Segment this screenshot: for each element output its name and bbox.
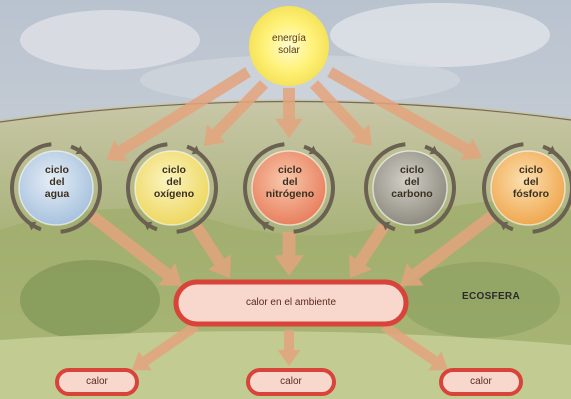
cycle-ring-arrowhead xyxy=(75,145,85,155)
cycle-ring-arrowhead xyxy=(381,221,391,231)
nitrogen-to-heat-arrow xyxy=(274,232,304,276)
cycle-label-line: ciclo xyxy=(519,164,543,176)
cycle-label-line: ciclo xyxy=(162,164,186,176)
ambient-heat-label: calor en el ambiente xyxy=(245,297,337,308)
cycles-layer xyxy=(10,142,571,235)
carbon-to-heat-arrow xyxy=(349,222,389,278)
sun-to-oxygen-arrow xyxy=(204,80,268,146)
cycle-label-line: del xyxy=(49,176,65,188)
ecosphere-label: ECOSFERA xyxy=(462,291,520,302)
cycle-ring-arrowhead xyxy=(143,221,153,231)
heat-to-output-left-arrow xyxy=(132,321,199,371)
cycle-circle-water xyxy=(18,150,94,226)
cycle-circle-carbon xyxy=(372,150,448,226)
sun-label-line-1: energía xyxy=(272,33,306,44)
cycle-ring-carbon xyxy=(364,142,456,234)
cycle-label-line: agua xyxy=(44,188,70,200)
cycle-ring-nitrogen xyxy=(243,142,335,234)
cycle-label-nitrogen: ciclo del nitrógeno xyxy=(260,164,320,200)
cycle-ring-water xyxy=(10,142,102,234)
cycle-label-line: del xyxy=(404,176,420,188)
cycle-label-line: del xyxy=(282,176,298,188)
heat-output-box-3 xyxy=(439,368,523,396)
heat-output-label-2: calor xyxy=(280,376,302,387)
cycle-label-line: ciclo xyxy=(400,164,424,176)
cycle-ring-arrowhead xyxy=(547,145,557,155)
sun-shape xyxy=(249,6,329,86)
cycle-label-line: ciclo xyxy=(278,164,302,176)
cycle-label-carbon: ciclo del carbono xyxy=(382,164,442,200)
cycle-ring-arrowhead xyxy=(308,145,318,155)
cycle-label-line: ciclo xyxy=(45,164,69,176)
heat-to-output-center-arrow xyxy=(277,330,301,366)
cycle-label-water: ciclo del agua xyxy=(27,164,87,200)
sun-to-nitrogen-arrow xyxy=(275,88,303,138)
sun-to-water-arrow xyxy=(106,67,251,162)
cycle-label-line: del xyxy=(166,176,182,188)
arrows-layer xyxy=(88,67,496,371)
cycle-ring-arrowhead xyxy=(27,221,37,231)
heat-output-box-1 xyxy=(55,368,139,396)
sun-label: energía solar xyxy=(254,33,324,57)
heat-to-output-right-arrow xyxy=(381,321,448,371)
cycle-ring-arrowhead xyxy=(499,221,509,231)
ambient-heat-box xyxy=(173,279,409,327)
cycle-circle-phosphorus xyxy=(490,150,566,226)
cycle-ring-arrowhead xyxy=(191,145,201,155)
cycle-label-line: fósforo xyxy=(512,188,550,200)
cycle-label-line: oxígeno xyxy=(153,188,195,200)
cycle-label-line: nitrógeno xyxy=(265,188,315,200)
heat-output-label-1: calor xyxy=(86,376,108,387)
cycle-circle-nitrogen xyxy=(251,150,327,226)
heat-output-label-3: calor xyxy=(470,376,492,387)
cycle-ring-phosphorus xyxy=(482,142,571,235)
sun-label-line-2: solar xyxy=(278,45,300,56)
cycle-label-oxygen: ciclo del oxígeno xyxy=(144,164,204,200)
cycle-circle-oxygen xyxy=(134,150,210,226)
cycle-label-phosphorus: ciclo del fósforo xyxy=(501,164,561,200)
heat-output-box-2 xyxy=(246,368,336,396)
cycle-ring-oxygen xyxy=(126,142,218,235)
water-to-heat-arrow xyxy=(88,211,182,286)
sun-to-carbon-arrow xyxy=(310,80,372,146)
cycle-label-line: carbono xyxy=(391,188,433,200)
phosphorus-to-heat-arrow xyxy=(400,211,496,286)
oxygen-to-heat-arrow xyxy=(191,222,231,278)
cycle-ring-arrowhead xyxy=(429,145,439,155)
cycle-label-line: del xyxy=(523,176,539,188)
cycle-ring-arrowhead xyxy=(260,221,270,231)
sun-to-phosphorus-arrow xyxy=(327,67,482,161)
